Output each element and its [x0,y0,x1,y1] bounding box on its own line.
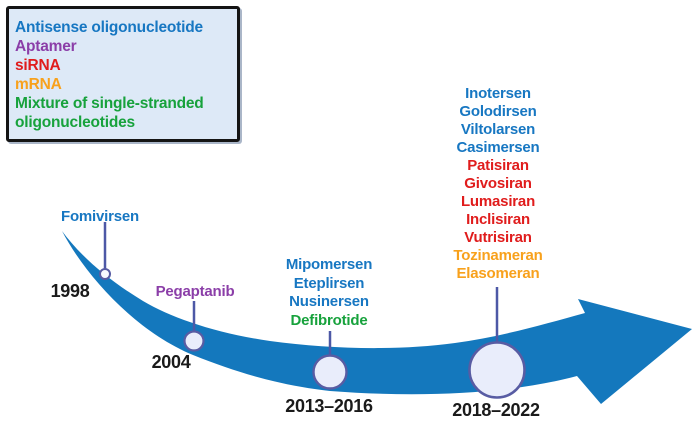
drug-label-viltolarsen: Viltolarsen [460,121,536,138]
legend-item-sirna: siRNA [15,57,61,74]
drug-label-givosiran: Givosiran [464,175,532,192]
drug-label-defibrotide: Defibrotide [290,311,368,329]
drug-list-2018-2022: Inotersen Golodirsen Viltolarsen Casimer… [428,85,568,283]
year-label-2004: 2004 [151,352,191,372]
year-label-1998: 1998 [50,281,90,301]
drug-label-fomivirsen: Fomivirsen [60,208,140,225]
milestone-node-2004 [183,330,205,352]
drug-label-nusinersen: Nusinersen [289,293,369,310]
drug-list-1998: Fomivirsen [40,208,160,226]
milestone-node-1998 [99,268,111,280]
year-label-2013-2016: 2013–2016 [285,396,373,416]
drug-label-golodirsen: Golodirsen [459,103,537,120]
legend-item-aptamer: Aptamer [15,38,77,55]
milestone-node-2013-2016 [312,354,348,390]
legend-box: Antisense oligonucleotide Aptamer siRNA … [6,6,240,142]
drug-list-2004: Pegaptanib [135,283,255,301]
legend-item-mrna: mRNA [15,76,62,93]
drug-label-elasomeran: Elasomeran [456,265,540,282]
drug-label-patisiran: Patisiran [467,157,529,174]
drug-label-eteplirsen: Eteplirsen [293,274,365,292]
legend-item-mixture-single-stranded: Mixture of single-stranded oligonucleoti… [15,95,204,131]
timeline-arrow-swoosh [62,231,692,404]
drug-label-tozinameran: Tozinameran [453,247,543,264]
drug-list-2013-2016: Mipomersen Eteplirsen Nusinersen Defibro… [259,256,399,330]
drug-label-mipomersen: Mipomersen [285,256,373,273]
drug-label-casimersen: Casimersen [456,139,540,156]
drug-label-vutrisiran: Vutrisiran [464,229,532,246]
milestone-node-2018-2022 [468,341,526,399]
drug-label-inotersen: Inotersen [465,85,531,102]
legend-item-antisense-oligonucleotide: Antisense oligonucleotide [15,19,203,36]
drug-label-inclisiran: Inclisiran [466,211,530,228]
year-label-2018-2022: 2018–2022 [452,400,540,420]
drug-label-lumasiran: Lumasiran [460,193,536,210]
drug-label-pegaptanib: Pegaptanib [155,283,235,300]
